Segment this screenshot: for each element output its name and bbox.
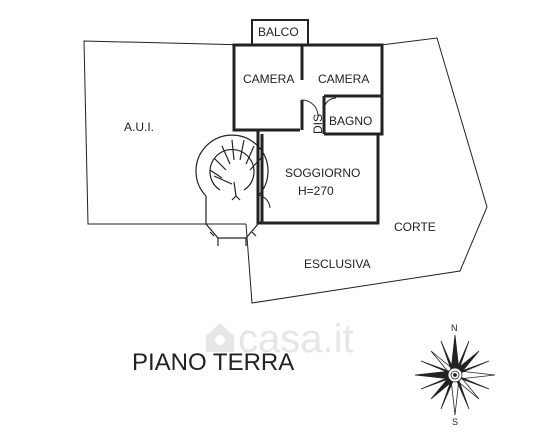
spiral-staircase <box>195 134 269 246</box>
room-label-aui: A.U.I. <box>124 120 154 134</box>
room-label-camera-left: CAMERA <box>243 72 294 86</box>
room-label-camera-right: CAMERA <box>318 72 369 86</box>
building-walls <box>232 43 384 225</box>
compass-rose <box>414 334 496 416</box>
compass-north-label: N <box>451 323 458 333</box>
plan-title: PIANO TERRA <box>132 349 294 376</box>
watermark: casa.it <box>206 317 354 361</box>
room-label-bagno: BAGNO <box>329 114 372 128</box>
room-label-esclusiva: ESCLUSIVA <box>304 257 370 271</box>
watermark-text: casa.it <box>238 317 354 361</box>
house-logo <box>206 323 234 352</box>
room-label-dis: DIS <box>311 114 325 134</box>
room-label-balco: BALCO <box>258 25 299 39</box>
room-label-height: H=270 <box>298 184 334 198</box>
room-label-soggiorno: SOGGIORNO <box>285 166 360 180</box>
balcony: BALCO <box>251 19 309 46</box>
room-label-corte: CORTE <box>394 220 436 234</box>
compass-south-label: S <box>452 417 458 427</box>
